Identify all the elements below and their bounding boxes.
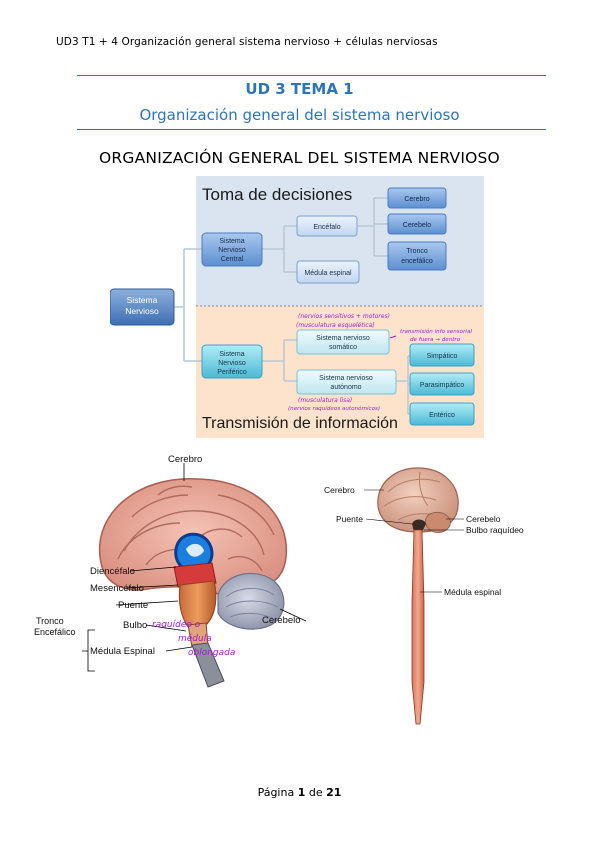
- node-snc: Sistema Nervioso Central: [201, 232, 263, 267]
- snc-line-2: Nervioso: [218, 247, 246, 254]
- tronco-line-1: Tronco: [406, 248, 428, 255]
- cerebro-label: Cerebro: [404, 196, 429, 203]
- transmission-panel-label: Transmisión de información: [202, 415, 398, 432]
- node-snp: Sistema Nervioso Periférico: [201, 344, 263, 379]
- simpatico-label: Simpático: [427, 353, 458, 360]
- somatico-line-2: somático: [329, 344, 357, 351]
- label-diencefalo: Diencéfalo: [90, 566, 135, 577]
- root-line-2: Nervioso: [125, 306, 159, 316]
- footer-page-total: 21: [326, 786, 342, 799]
- note-autonomic-2: (nervios raquídeos autonómicos): [288, 405, 380, 412]
- autonomo-line-1: Sistema nervioso: [319, 375, 373, 382]
- note-raquideo: raquídeo o: [152, 620, 201, 630]
- footer-page-label: Página: [257, 786, 295, 799]
- node-tronco: Tronco encefálico: [387, 241, 447, 271]
- note-transmission-2: de fuera → dentro: [410, 337, 461, 343]
- brain-sagittal-illustration: Cerebro Diencéfalo Mesencéfalo Puente Bu…: [34, 455, 307, 688]
- label-medula-espinal: Médula Espinal: [90, 646, 155, 657]
- note-autonomic-1: (musculatura lisa): [298, 397, 352, 404]
- node-enterico: Entérico: [409, 402, 475, 426]
- running-header: UD3 T1 + 4 Organización general sistema …: [56, 36, 438, 48]
- note-medula: médula: [178, 633, 212, 644]
- decision-panel-label: Toma de decisiones: [202, 185, 352, 204]
- root-line-1: Sistema: [127, 295, 158, 305]
- unit-title: UD 3 TEMA 1: [245, 80, 354, 98]
- note-somatic-2: (musculatura esquelética): [296, 322, 375, 329]
- label-cerebro: Cerebro: [168, 455, 202, 465]
- section-heading: ORGANIZACIÓN GENERAL DEL SISTEMA NERVIOS…: [99, 149, 500, 167]
- label-mesencefalo: Mesencéfalo: [90, 583, 144, 594]
- page-footer: Página 1 de 21: [0, 786, 599, 799]
- node-encefalo: Encéfalo: [296, 215, 358, 237]
- label-puente: Puente: [118, 600, 148, 611]
- snp-line-1: Sistema: [219, 351, 244, 358]
- node-cerebelo: Cerebelo: [387, 213, 447, 235]
- label-puente: Puente: [336, 514, 363, 524]
- page-title: Organización general del sistema nervios…: [139, 106, 460, 124]
- label-cerebelo: Cerebelo: [466, 514, 501, 524]
- label-tronco-2: Encefálico: [34, 627, 76, 637]
- node-simpatico: Simpático: [409, 343, 475, 367]
- note-somatic-1: (nervios sensitivos + motores): [298, 313, 390, 320]
- pons-shape: [412, 519, 426, 532]
- snp-line-2: Nervioso: [218, 360, 246, 367]
- cerebellum-shape: [425, 511, 451, 533]
- encefalo-label: Encéfalo: [313, 224, 340, 231]
- title-rule-bottom: [77, 129, 546, 130]
- medula-label: Médula espinal: [304, 270, 352, 277]
- node-medula: Médula espinal: [296, 260, 360, 284]
- snc-line-1: Sistema: [219, 238, 244, 245]
- midbrain-shape: [173, 562, 217, 588]
- organization-diagram: Toma de decisiones Transmisión de inform…: [110, 176, 484, 438]
- enterico-label: Entérico: [429, 412, 455, 419]
- label-tronco-1: Tronco: [36, 616, 64, 626]
- label-cerebelo: Cerebelo: [262, 615, 301, 626]
- label-cerebro: Cerebro: [324, 485, 355, 495]
- cerebelo-label: Cerebelo: [403, 222, 432, 229]
- spinal-cord-shape: [191, 642, 225, 688]
- node-parasimpatico: Parasimpático: [409, 372, 475, 396]
- label-bulbo-raquideo: Bulbo raquídeo: [466, 525, 524, 535]
- footer-of-label: de: [308, 786, 323, 799]
- label-medula-espinal: Médula espinal: [444, 587, 501, 597]
- parasimpatico-label: Parasimpático: [420, 382, 464, 389]
- brain-spinal-cord-illustration: Cerebro Puente Cerebelo Bulbo raquídeo M…: [324, 467, 524, 725]
- somatico-line-1: Sistema nervioso: [316, 335, 370, 342]
- note-oblongada: oblongada: [188, 648, 235, 658]
- spinal-cord-shape: [411, 529, 425, 725]
- node-autonomo: Sistema nervioso autónomo: [296, 369, 397, 395]
- tronco-line-2: encefálico: [401, 258, 433, 265]
- snp-line-3: Periférico: [217, 369, 247, 376]
- title-rule-top: [77, 75, 546, 76]
- footer-page-number: 1: [297, 786, 306, 799]
- label-bulbo: Bulbo: [123, 620, 147, 631]
- note-transmission-1: transmisión info sensorial: [400, 328, 472, 335]
- node-cerebro: Cerebro: [387, 187, 447, 209]
- root-node-sistema-nervioso: Sistema Nervioso: [110, 288, 175, 326]
- autonomo-line-2: autónomo: [330, 384, 361, 391]
- snc-line-3: Central: [221, 256, 244, 263]
- node-somatico: Sistema nervioso somático: [296, 329, 390, 355]
